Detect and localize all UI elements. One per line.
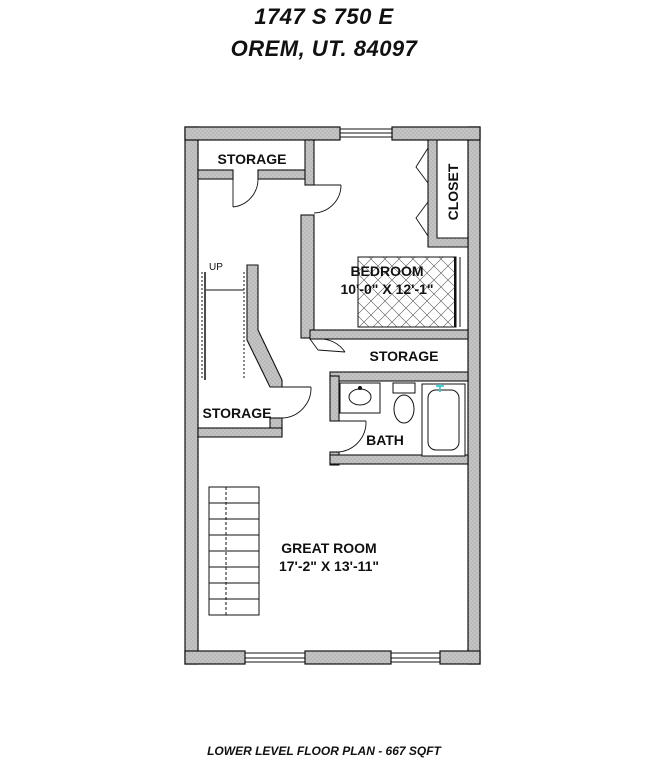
exterior-wall-bottom-right — [439, 650, 481, 665]
exterior-wall-top-left — [184, 126, 341, 141]
door-closet-lower — [415, 201, 429, 237]
exterior-wall-top-right — [391, 126, 481, 141]
wall-bedroom-left-upper — [304, 139, 315, 186]
wall-closet — [427, 139, 469, 248]
door-swings — [232, 147, 429, 453]
bottom-openings — [245, 652, 440, 663]
door-storage-mid — [309, 338, 346, 353]
room-label-storage-mid: STORAGE — [370, 348, 439, 364]
door-bath — [338, 420, 367, 453]
room-label-storage-top: STORAGE — [218, 151, 287, 167]
room-label-closet: CLOSET — [445, 163, 461, 220]
exterior-wall-right — [467, 126, 481, 665]
stair-rail — [201, 272, 245, 380]
stair-up-label: UP — [209, 262, 223, 273]
wall-storage-top-bottom — [197, 169, 234, 180]
address-line-2: OREM, UT. 84097 — [230, 36, 418, 61]
room-label-storage-left: STORAGE — [203, 405, 272, 421]
floor-plan-caption: LOWER LEVEL FLOOR PLAN - 667 SQFT — [207, 744, 441, 758]
exterior-wall-bottom-mid — [304, 650, 392, 665]
top-window — [340, 128, 392, 138]
room-label-great-room-size: 17'-2" X 13'-11" — [279, 558, 379, 574]
wall-storage-top-bottom-b — [257, 169, 306, 180]
room-label-bedroom-size: 10'-0" X 12'-1" — [340, 281, 433, 297]
room-label-bath: BATH — [366, 432, 404, 448]
wall-storage-mid-bottom — [329, 371, 469, 382]
door-bedroom — [313, 184, 342, 214]
bedroom-window-well — [357, 256, 461, 328]
exterior-wall-bottom-left — [184, 650, 246, 665]
toilet-bowl — [393, 394, 415, 424]
wall-bath-bottom — [329, 454, 469, 465]
interior-walls — [197, 139, 469, 466]
bath-fixtures — [339, 382, 466, 457]
door-closet-upper — [415, 147, 429, 184]
exterior-walls — [184, 126, 481, 665]
sink — [348, 388, 372, 406]
wall-bath-left — [329, 375, 340, 422]
wall-bedroom-left — [300, 214, 315, 339]
room-label-bedroom: BEDROOM — [350, 263, 423, 279]
wall-stair-diagonal — [246, 264, 283, 388]
room-label-great-room: GREAT ROOM — [281, 540, 376, 556]
tub-inner — [427, 389, 460, 451]
toilet-tank — [392, 382, 416, 394]
exterior-wall-left — [184, 126, 199, 665]
wall-storage-left-bottom — [197, 427, 283, 438]
door-storage-left — [281, 386, 312, 419]
faucet — [358, 386, 362, 390]
wall-bedroom-bottom — [309, 329, 469, 340]
shower-head-icon — [436, 384, 444, 392]
great-room-fireplace — [208, 486, 260, 616]
door-storage-top — [232, 178, 259, 208]
address-line-1: 1747 S 750 E — [254, 4, 394, 29]
